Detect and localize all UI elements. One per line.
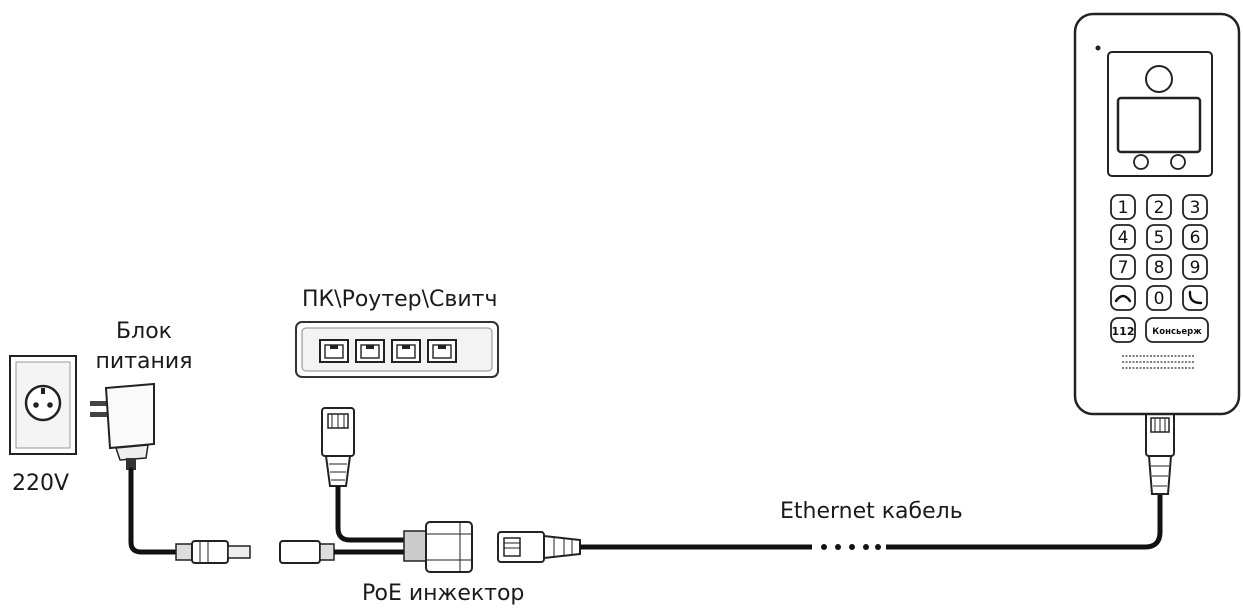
ethernet-plug-icon <box>497 531 581 563</box>
svg-text:9: 9 <box>1190 258 1201 278</box>
router-port-icon <box>355 339 385 363</box>
poe-injector-icon <box>403 521 473 573</box>
camera-icon <box>1145 65 1173 93</box>
poe-injector-label: PoE инжектор <box>362 581 525 606</box>
svg-text:0: 0 <box>1154 289 1165 309</box>
svg-text:6: 6 <box>1190 228 1201 248</box>
svg-text:5: 5 <box>1154 228 1165 248</box>
svg-text:8: 8 <box>1154 258 1165 278</box>
keypad-hangup-icon <box>1110 285 1136 311</box>
svg-text:Консьерж: Консьерж <box>1152 327 1202 337</box>
router-port-icon <box>319 339 349 363</box>
keypad-key-6: 6 <box>1182 224 1208 250</box>
network-device-label: ПК\Роутер\Свитч <box>302 287 498 312</box>
keypad-key-0: 0 <box>1146 285 1172 311</box>
power-supply-label-line2: питания <box>95 349 193 374</box>
svg-text:112: 112 <box>1112 325 1135 338</box>
router-ports <box>319 339 457 363</box>
keypad-key-4: 4 <box>1110 224 1136 250</box>
keypad-concierge-key: Консьерж <box>1145 317 1209 343</box>
keypad-key-5: 5 <box>1146 224 1172 250</box>
intercom-ethernet-plug-icon <box>1145 411 1175 495</box>
dc-plug-icon <box>175 540 251 564</box>
keypad-emergency-key: 112 <box>1110 317 1136 343</box>
intercom-keypad: 1 2 3 4 5 6 7 8 9 0 112 Консьерж <box>1110 194 1209 343</box>
outlet-voltage-label: 220V <box>12 471 70 496</box>
keypad-key-3: 3 <box>1182 194 1208 220</box>
svg-text:1: 1 <box>1118 198 1129 218</box>
router-to-injector-cable <box>335 486 410 543</box>
power-supply-label-line1: Блок <box>116 319 172 344</box>
svg-text:4: 4 <box>1118 228 1129 248</box>
ethernet-cable-label: Ethernet кабель <box>780 499 963 524</box>
display-screen <box>1116 96 1202 154</box>
keypad-key-1: 1 <box>1110 194 1136 220</box>
cable-continuation-dots <box>821 544 881 550</box>
keypad-key-9: 9 <box>1182 254 1208 280</box>
svg-text:3: 3 <box>1190 198 1201 218</box>
router-port-icon <box>427 339 457 363</box>
keypad-key-2: 2 <box>1146 194 1172 220</box>
keypad-call-icon <box>1182 285 1208 311</box>
svg-text:7: 7 <box>1118 258 1129 278</box>
router-port-icon <box>391 339 421 363</box>
dc-power-cable <box>128 467 181 555</box>
power-adapter-icon <box>90 382 155 470</box>
svg-text:2: 2 <box>1154 198 1165 218</box>
dc-socket-icon <box>279 540 335 564</box>
keypad-key-8: 8 <box>1146 254 1172 280</box>
ethernet-cable-right <box>886 494 1163 550</box>
keypad-key-7: 7 <box>1110 254 1136 280</box>
wall-outlet-icon <box>9 355 77 455</box>
router-ethernet-plug-icon <box>321 407 355 487</box>
